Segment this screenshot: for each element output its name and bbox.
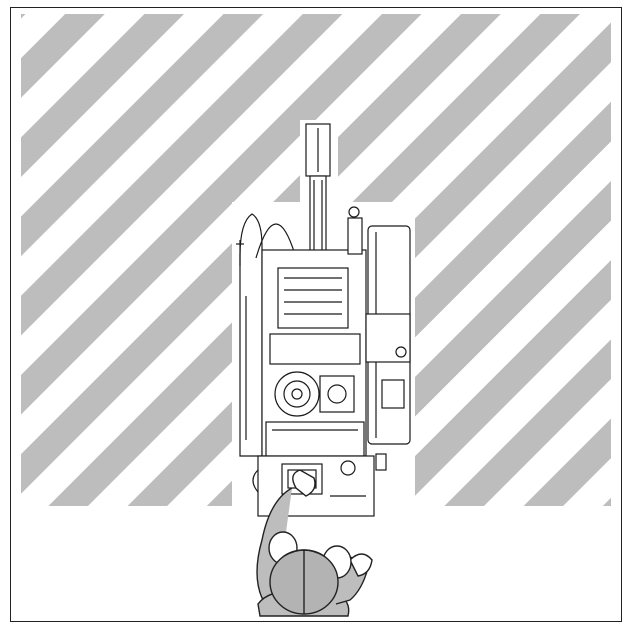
rear-frame	[265, 421, 365, 457]
rear-right-latch	[375, 453, 387, 471]
operator-left-hand	[292, 469, 316, 497]
transmission-block	[269, 333, 361, 365]
motor-shaft	[291, 388, 303, 400]
hood-arc	[255, 223, 297, 259]
helmet-brim	[283, 549, 325, 557]
engine-block	[277, 267, 349, 329]
rear-left-hook	[252, 469, 259, 493]
control-knob	[395, 346, 407, 358]
valve-block	[381, 379, 405, 409]
top-right-bracket	[347, 217, 363, 255]
pump-wheel	[327, 384, 347, 404]
operator-figure	[256, 469, 373, 617]
rear-gauge	[340, 460, 356, 476]
hinge-pin	[348, 206, 360, 218]
operator-right-hand	[349, 553, 373, 577]
